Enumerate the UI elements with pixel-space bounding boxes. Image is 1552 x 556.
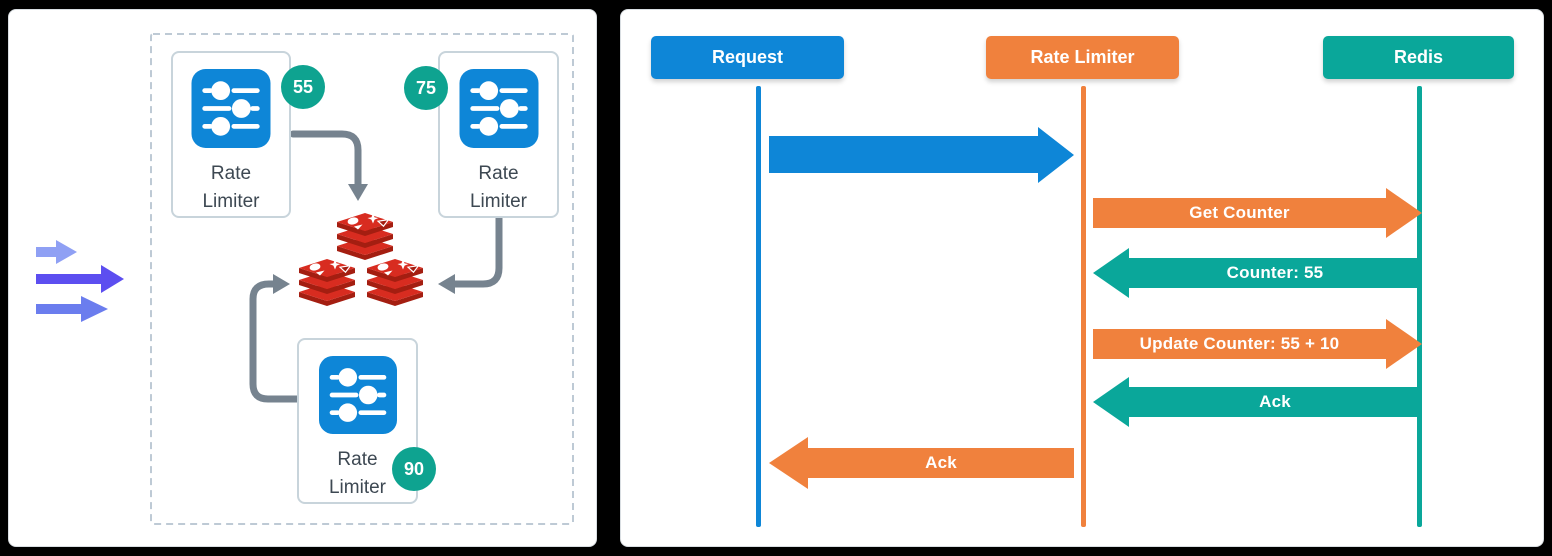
counter-badge-55: 55 — [281, 65, 325, 109]
connector-node3-to-redis — [249, 280, 301, 403]
sliders-icon — [318, 356, 397, 434]
architecture-graphics — [36, 33, 574, 525]
actor-rate-limiter: Rate Limiter — [986, 36, 1179, 79]
connector-arrows — [249, 130, 503, 403]
node-label: Rate Limiter — [202, 163, 260, 212]
actor-label: Redis — [1393, 47, 1444, 67]
message-arrow-update-counter: Update Counter: 55 + 10 — [1093, 319, 1422, 369]
connector-node1-to-redis — [289, 130, 362, 189]
sliders-icon — [459, 69, 538, 148]
counter-badge-75: 75 — [404, 66, 448, 110]
architecture-panel: Rate Limiter Rate Limiter — [8, 9, 597, 547]
arrowhead-right-icon — [1386, 188, 1422, 238]
actor-label: Rate Limiter — [1030, 47, 1135, 67]
arrowhead-right-icon — [1038, 126, 1074, 183]
message-arrow-request — [769, 126, 1074, 183]
actor-redis: Redis — [1323, 36, 1514, 79]
actor-label: Request — [711, 47, 783, 67]
sliders-icon — [191, 69, 271, 148]
arrowhead-right-icon — [273, 274, 290, 294]
arrowhead-down-icon — [348, 184, 368, 201]
lifeline-rate-limiter — [1081, 86, 1086, 527]
rate-limiter-node-1: Rate Limiter — [171, 51, 291, 218]
lifeline-redis — [1417, 86, 1422, 527]
redis-stack-icon — [336, 212, 394, 261]
message-arrow-ack-redis: Ack — [1093, 377, 1421, 427]
arrowhead-right-icon — [1386, 319, 1422, 369]
rate-limiter-node-2: Rate Limiter — [438, 51, 559, 218]
arrowhead-left-icon — [1093, 248, 1129, 298]
actor-request: Request — [651, 36, 844, 79]
counter-badge-90: 90 — [392, 447, 436, 491]
message-label: Ack — [925, 453, 957, 472]
node-label: Rate Limiter — [469, 163, 527, 212]
redis-stack-icon — [298, 258, 356, 307]
arrowhead-left-icon — [438, 274, 455, 294]
message-arrow-get-counter: Get Counter — [1093, 188, 1422, 238]
redis-cluster-icon — [298, 212, 424, 307]
node-label: Rate Limiter — [328, 449, 386, 498]
arrowhead-left-icon — [769, 437, 808, 489]
message-label: Get Counter — [1189, 203, 1290, 222]
message-label: Ack — [1259, 392, 1291, 411]
cluster-boundary-dashed-box — [150, 33, 574, 525]
lifeline-request — [756, 86, 761, 527]
message-arrow-counter-55: Counter: 55 — [1093, 248, 1421, 298]
arrowhead-left-icon — [1093, 377, 1129, 427]
sequence-panel: Request Rate Limiter Redis Get Counter C… — [620, 9, 1544, 547]
redis-stack-icon — [366, 258, 424, 307]
message-label: Counter: 55 — [1226, 263, 1324, 282]
message-label: Update Counter: 55 + 10 — [1139, 334, 1340, 353]
message-arrow-ack-request: Ack — [769, 437, 1074, 489]
connector-node2-to-redis — [451, 214, 503, 288]
incoming-requests-icon — [36, 240, 124, 322]
